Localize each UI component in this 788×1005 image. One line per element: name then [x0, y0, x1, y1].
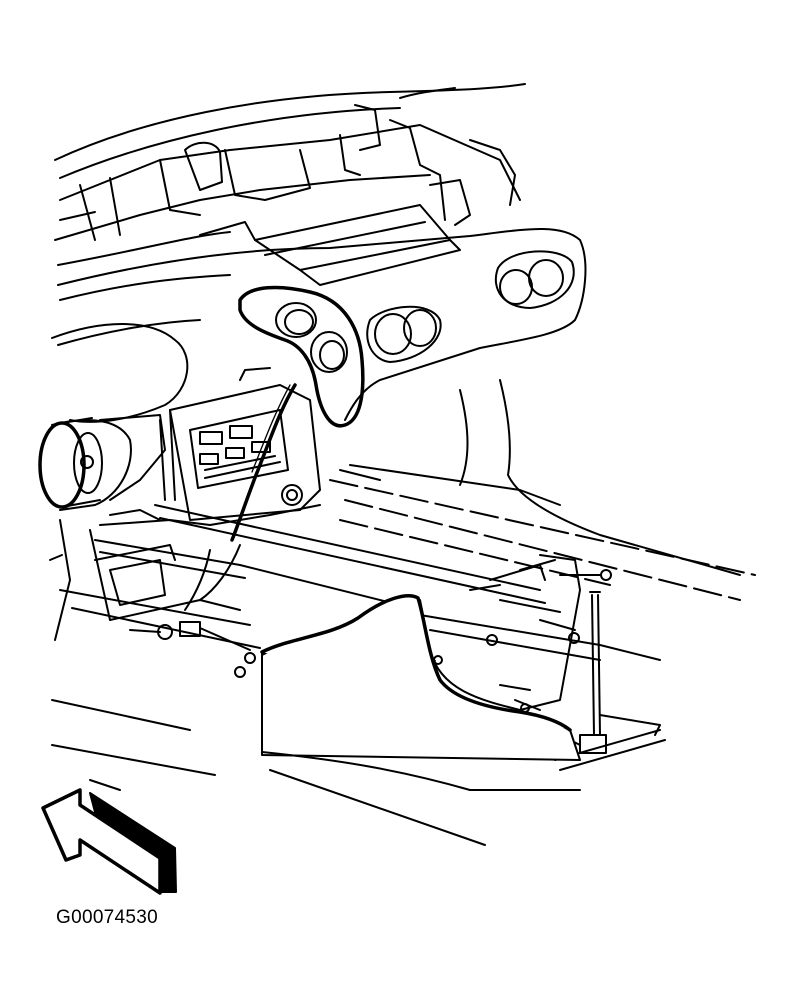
upper-dash-structure	[54, 104, 521, 286]
console-trim-panel	[260, 594, 581, 791]
steering-column	[38, 323, 189, 511]
dash-panel	[57, 227, 587, 428]
wiring-harness	[184, 383, 297, 611]
harness-connectors	[129, 621, 256, 678]
figure-id-label: G00074530	[56, 907, 159, 928]
right-floor-sill	[339, 379, 741, 576]
forward-arrow-icon	[41, 788, 177, 895]
vertical-rod	[554, 591, 666, 771]
windshield-edge	[54, 83, 526, 179]
mounting-bracket	[424, 554, 612, 713]
floor-lines	[51, 699, 581, 846]
lower-panel-opening	[49, 519, 241, 641]
